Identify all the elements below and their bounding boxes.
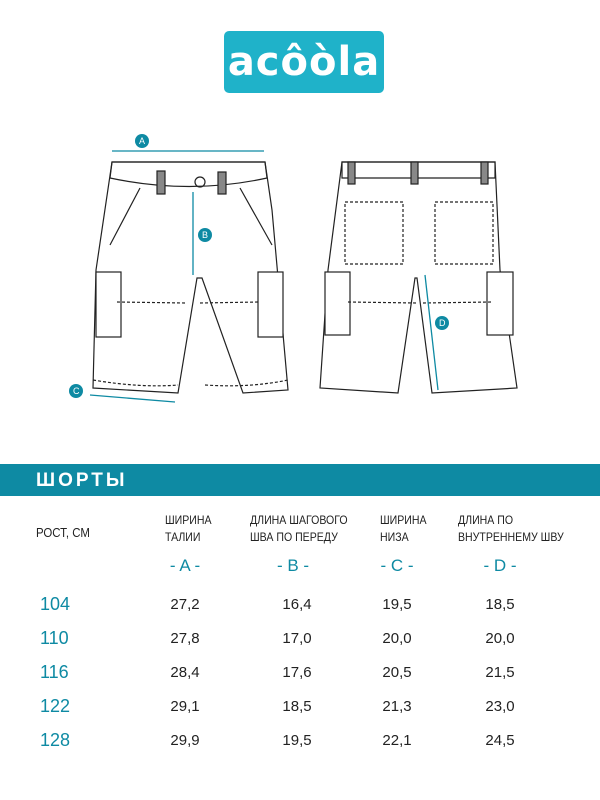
column-letter-b: - B - (276, 556, 310, 575)
measurement-cell: 21,3 (382, 698, 412, 715)
measurement-cell: 23,0 (485, 698, 515, 715)
section-title: ШОРТЫ (36, 470, 128, 491)
column-letter-a: - A - (169, 556, 201, 575)
header-line: ШВА ПО ПЕРЕДУ (250, 530, 338, 544)
measurement-cell: 29,9 (170, 732, 200, 749)
size-column-header: РОСТ, СМ (36, 525, 90, 540)
measurement-cell: 20,0 (382, 630, 412, 647)
measurement-cell: 27,2 (170, 596, 200, 613)
header-line: ШИРИНА (165, 513, 212, 527)
header-line: ДЛИНА ПО (458, 513, 514, 527)
size-cell: 104 (40, 594, 71, 614)
shorts-back (319, 161, 518, 394)
marker-b-label: B (202, 230, 208, 240)
measurement-cell: 19,5 (382, 596, 412, 613)
marker-a (135, 134, 149, 148)
measurement-cell: 17,0 (282, 630, 312, 647)
header-line: НИЗА (380, 530, 409, 544)
size-cell: 128 (40, 730, 71, 750)
marker-d (435, 316, 449, 330)
column-header-b: ДЛИНА ШАГОВОГО ШВА ПО ПЕРЕДУ (250, 512, 348, 546)
marker-d-label: D (439, 318, 446, 328)
measurement-cell: 20,5 (382, 664, 412, 681)
measurement-cell: 18,5 (282, 698, 312, 715)
shorts-front (92, 161, 289, 394)
column-letter-c: - C - (380, 556, 414, 575)
measurement-cell: 17,6 (282, 664, 312, 681)
header-line: ДЛИНА ШАГОВОГО (250, 513, 348, 527)
marker-a-label: A (139, 136, 145, 146)
column-header-c: ШИРИНА НИЗА (380, 512, 427, 546)
measurement-cell: 21,5 (485, 664, 515, 681)
measurement-cell: 19,5 (282, 732, 312, 749)
header-line: ШИРИНА (380, 513, 427, 527)
measurement-markers: A B C D (69, 134, 449, 398)
size-cell: 116 (40, 662, 69, 682)
logo-text: acôòla (227, 39, 381, 85)
measurement-lines (89, 150, 439, 403)
size-cell: 122 (40, 696, 71, 716)
measurement-cell: 27,8 (170, 630, 200, 647)
brand-logo: acôòla (224, 31, 384, 93)
measurement-cell: 22,1 (382, 732, 412, 749)
marker-c (69, 384, 83, 398)
shorts-technical-drawing: A B C D (69, 134, 518, 403)
marker-b (198, 228, 212, 242)
measurement-cell: 24,5 (485, 732, 515, 749)
section-header-band: ШОРТЫ (0, 464, 600, 496)
column-header-a: ШИРИНА ТАЛИИ (165, 512, 212, 546)
header-line: ТАЛИИ (165, 530, 201, 544)
marker-c-label: C (73, 386, 80, 396)
measurement-cell: 29,1 (170, 698, 200, 715)
measurement-cell: 20,0 (485, 630, 515, 647)
measurement-cell: 18,5 (485, 596, 515, 613)
measurement-cell: 16,4 (282, 596, 312, 613)
header-line: ВНУТРЕННЕМУ ШВУ (458, 530, 564, 544)
column-header-d: ДЛИНА ПО ВНУТРЕННЕМУ ШВУ (458, 512, 564, 546)
measurement-cell: 28,4 (170, 664, 200, 681)
column-letter-d: - D - (483, 556, 517, 575)
size-cell: 110 (40, 628, 69, 648)
